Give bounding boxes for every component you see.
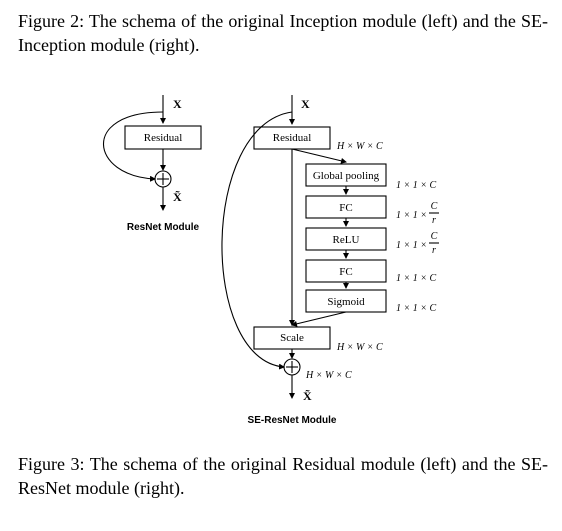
se-resnet-module-diagram: X Residual H × W × C Global pooling 1 × … — [221, 95, 439, 426]
se-residual-label: Residual — [273, 132, 312, 144]
se-scale-label: Scale — [280, 332, 304, 344]
se-resnet-module-label: SE-ResNet Module — [248, 415, 337, 426]
resnet-skip-connection — [103, 111, 164, 182]
se-sigmoid-to-scale-line — [291, 311, 347, 327]
se-skip-connection — [221, 111, 293, 370]
figure-3-caption: Figure 3: The schema of the original Res… — [18, 454, 548, 498]
resnet-module-diagram: X Residual X̃ ResNet Module — [103, 95, 202, 233]
resnet-sum-node — [154, 170, 172, 188]
se-sum-node — [283, 358, 301, 376]
se-relu-label: ReLU — [333, 234, 360, 246]
se-fc1-dim-prefix: 1 × 1 × — [396, 210, 427, 221]
se-residual-to-pool-line — [291, 148, 347, 164]
se-sum-dim: H × W × C — [305, 370, 352, 381]
se-output-label: X̃ — [303, 389, 312, 403]
se-fc2-dim: 1 × 1 × C — [396, 273, 436, 284]
resnet-module-label: ResNet Module — [127, 222, 200, 233]
se-input-label: X — [301, 97, 310, 111]
se-residual-dim: H × W × C — [336, 141, 383, 152]
resnet-output-label: X̃ — [173, 190, 182, 204]
se-fc1-dim-numerator: C — [431, 201, 438, 212]
se-fc2-label: FC — [339, 266, 352, 278]
figure-2-caption: Figure 2: The schema of the original Inc… — [18, 11, 548, 55]
se-global-pooling-dim: 1 × 1 × C — [396, 180, 436, 191]
se-relu-dim-prefix: 1 × 1 × — [396, 240, 427, 251]
se-global-pooling-label: Global pooling — [313, 170, 380, 182]
se-relu-dim-denominator: r — [432, 245, 436, 256]
se-relu-dim-numerator: C — [431, 231, 438, 242]
resnet-input-label: X — [173, 97, 182, 111]
resnet-residual-label: Residual — [144, 132, 183, 144]
se-sigmoid-label: Sigmoid — [327, 296, 365, 308]
se-scale-dim: H × W × C — [336, 342, 383, 353]
se-fc1-dim-denominator: r — [432, 215, 436, 226]
se-sigmoid-dim: 1 × 1 × C — [396, 303, 436, 314]
se-fc1-label: FC — [339, 202, 352, 214]
